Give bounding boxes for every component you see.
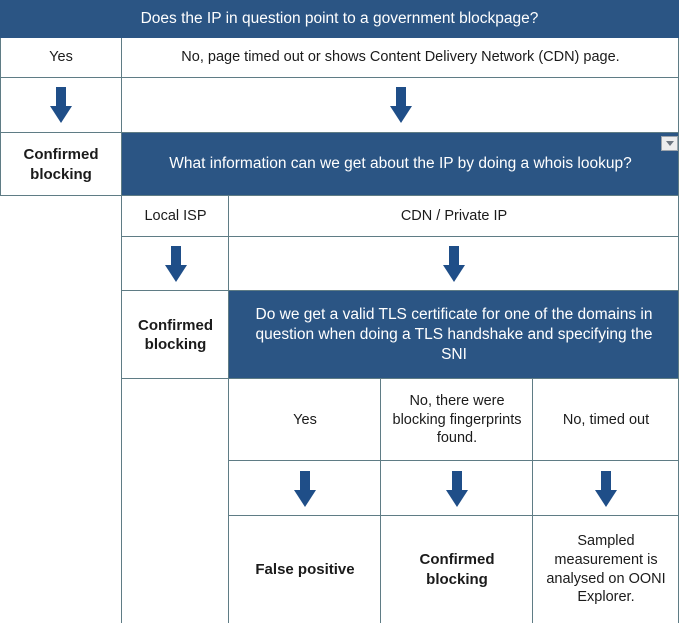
grid-line xyxy=(0,77,679,78)
down-arrow-icon xyxy=(446,470,468,507)
level1-arrow-no-cell xyxy=(122,77,679,133)
grid-line xyxy=(122,378,679,379)
grid-line xyxy=(229,460,679,461)
grid-line xyxy=(0,195,679,196)
grid-line xyxy=(0,38,1,196)
level3-arrow-timed-out-cell xyxy=(533,461,679,516)
level1-answer-yes: Yes xyxy=(0,38,122,77)
down-arrow-icon xyxy=(443,246,465,282)
level2-arrow-cdn-cell xyxy=(229,237,679,291)
grid-line xyxy=(380,379,381,623)
level1-arrow-yes-cell xyxy=(0,77,122,133)
level2-arrow-local-isp-cell xyxy=(122,237,229,291)
level3-outcome-false-positive: False positive xyxy=(229,516,381,623)
level1-outcome-confirmed-blocking: Confirmed blocking xyxy=(0,133,122,196)
down-arrow-icon xyxy=(294,470,316,507)
level2-outcome-confirmed-blocking: Confirmed blocking xyxy=(122,291,229,379)
level2-answer-local-isp: Local ISP xyxy=(122,196,229,237)
level3-answer-timed-out: No, timed out xyxy=(533,379,679,461)
level3-arrow-fingerprints-cell xyxy=(381,461,533,516)
level2-answer-cdn-private-ip: CDN / Private IP xyxy=(229,196,679,237)
level3-answer-fingerprints: No, there were blocking fingerprints fou… xyxy=(381,379,533,461)
grid-line xyxy=(229,515,679,516)
down-arrow-icon xyxy=(595,470,617,507)
grid-line xyxy=(532,379,533,623)
down-arrow-icon xyxy=(389,87,412,123)
level3-outcome-sampled-measurement: Sampled measurement is analysed on OONI … xyxy=(533,516,679,623)
grid-line xyxy=(122,236,679,237)
down-arrow-icon xyxy=(50,87,72,123)
grid-line xyxy=(122,290,679,291)
filter-dropdown-icon[interactable] xyxy=(661,136,678,151)
level1-answer-no: No, page timed out or shows Content Deli… xyxy=(122,38,679,77)
level3-answer-yes: Yes xyxy=(229,379,381,461)
level1-question-banner: Does the IP in question point to a gover… xyxy=(0,0,679,38)
grid-line xyxy=(228,196,229,623)
level3-question-banner: Do we get a valid TLS certificate for on… xyxy=(229,291,679,379)
grid-line xyxy=(121,38,122,623)
grid-line xyxy=(0,132,679,133)
level3-outcome-confirmed-blocking: Confirmed blocking xyxy=(381,516,533,623)
level2-question-banner: What information can we get about the IP… xyxy=(122,133,679,196)
down-arrow-icon xyxy=(164,246,187,282)
level3-arrow-yes-cell xyxy=(229,461,381,516)
